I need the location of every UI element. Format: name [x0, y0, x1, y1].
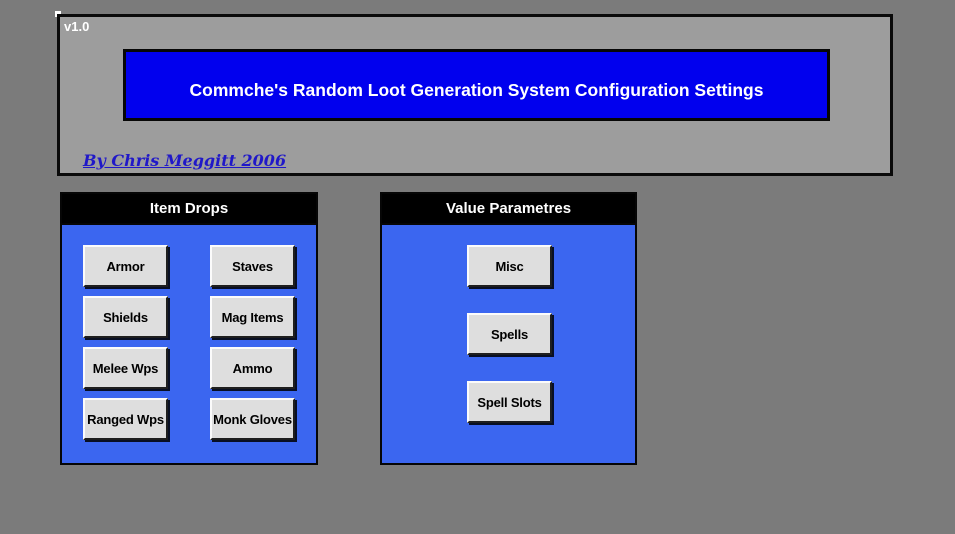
melee-wps-button[interactable]: Melee Wps — [83, 347, 168, 389]
item-drops-header: Item Drops — [62, 194, 316, 225]
value-parametres-title: Value Parametres — [445, 200, 572, 217]
version-label: v1.0 — [64, 19, 90, 34]
misc-button[interactable]: Misc — [467, 245, 552, 287]
staves-button[interactable]: Staves — [210, 245, 295, 287]
mag-items-button[interactable]: Mag Items — [210, 296, 295, 338]
item-drops-title: Item Drops — [149, 200, 229, 217]
value-parametres-panel: Value Parametres Misc Spells Spell Slots — [380, 192, 637, 465]
title-banner: Commche's Random Loot Generation System … — [123, 49, 830, 121]
ammo-button[interactable]: Ammo — [210, 347, 295, 389]
spells-button[interactable]: Spells — [467, 313, 552, 355]
author-byline: By Chris Meggitt 2006 — [83, 151, 287, 170]
title-panel: v1.0 Commche's Random Loot Generation Sy… — [57, 14, 893, 176]
ranged-wps-button[interactable]: Ranged Wps — [83, 398, 168, 440]
armor-button[interactable]: Armor — [83, 245, 168, 287]
spell-slots-button[interactable]: Spell Slots — [467, 381, 552, 423]
item-drops-panel: Item Drops Armor Staves Shields Mag Item… — [60, 192, 318, 465]
value-parametres-header: Value Parametres — [382, 194, 635, 225]
monk-gloves-button[interactable]: Monk Gloves — [210, 398, 295, 440]
page-title: Commche's Random Loot Generation System … — [189, 79, 764, 100]
shields-button[interactable]: Shields — [83, 296, 168, 338]
